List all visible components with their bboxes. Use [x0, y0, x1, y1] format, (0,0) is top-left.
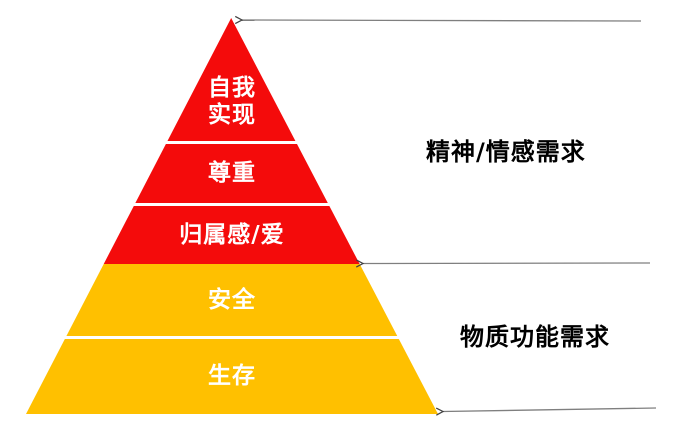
- pyramid-level-safety: 安全: [26, 264, 438, 336]
- pyramid-level-belonging-love: 归属感/爱: [26, 206, 438, 264]
- level-label-self-actualization: 自我 实现: [208, 75, 256, 128]
- level-divider: [26, 336, 438, 339]
- arrow-to-apex: [234, 15, 642, 25]
- level-label-esteem: 尊重: [208, 160, 256, 187]
- group-label-material-functional: 物质功能需求: [460, 323, 610, 351]
- arrow-to-base: [435, 407, 657, 416]
- level-divider: [26, 203, 438, 206]
- needs-pyramid: 自我 实现 尊重 归属感/爱 安全 生存: [26, 18, 438, 414]
- arrow-to-red-gold-boundary: [355, 259, 651, 268]
- group-label-spiritual-emotional: 精神/情感需求: [426, 138, 586, 166]
- pyramid-level-esteem: 尊重: [26, 144, 438, 203]
- pyramid-level-survival: 生存: [26, 339, 438, 414]
- level-divider: [26, 141, 438, 144]
- pyramid-level-self-actualization: 自我 实现: [26, 18, 438, 141]
- level-label-safety: 安全: [208, 286, 256, 313]
- level-label-belonging-love: 归属感/爱: [179, 221, 285, 248]
- level-label-survival: 生存: [208, 363, 256, 390]
